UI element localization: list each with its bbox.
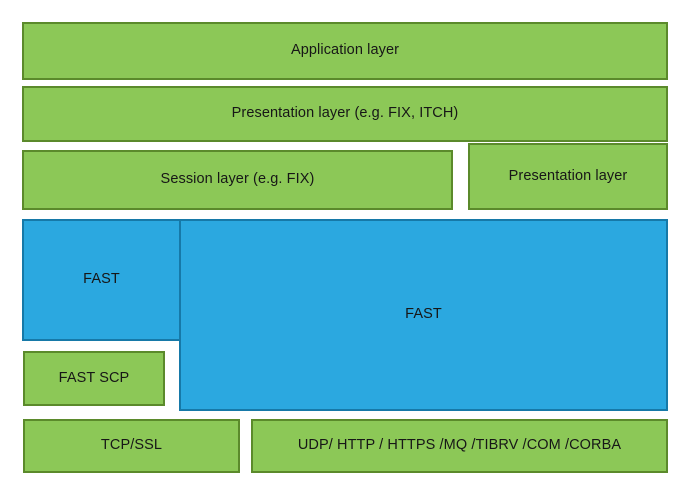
layer-box-fast-left: FAST — [22, 219, 181, 341]
layer-box-application: Application layer — [22, 22, 668, 80]
layer-box-fast-scp: FAST SCP — [23, 351, 165, 406]
layer-box-udp-http-stack: UDP/ HTTP / HTTPS /MQ /TIBRV /COM /CORBA — [251, 419, 668, 473]
layer-box-session: Session layer (e.g. FIX) — [22, 150, 453, 210]
layer-box-presentation-wide: Presentation layer (e.g. FIX, ITCH) — [22, 86, 668, 142]
layer-box-presentation-narrow: Presentation layer — [468, 143, 668, 210]
layer-box-fast-right: FAST — [179, 219, 668, 411]
layer-box-tcp-ssl: TCP/SSL — [23, 419, 240, 473]
